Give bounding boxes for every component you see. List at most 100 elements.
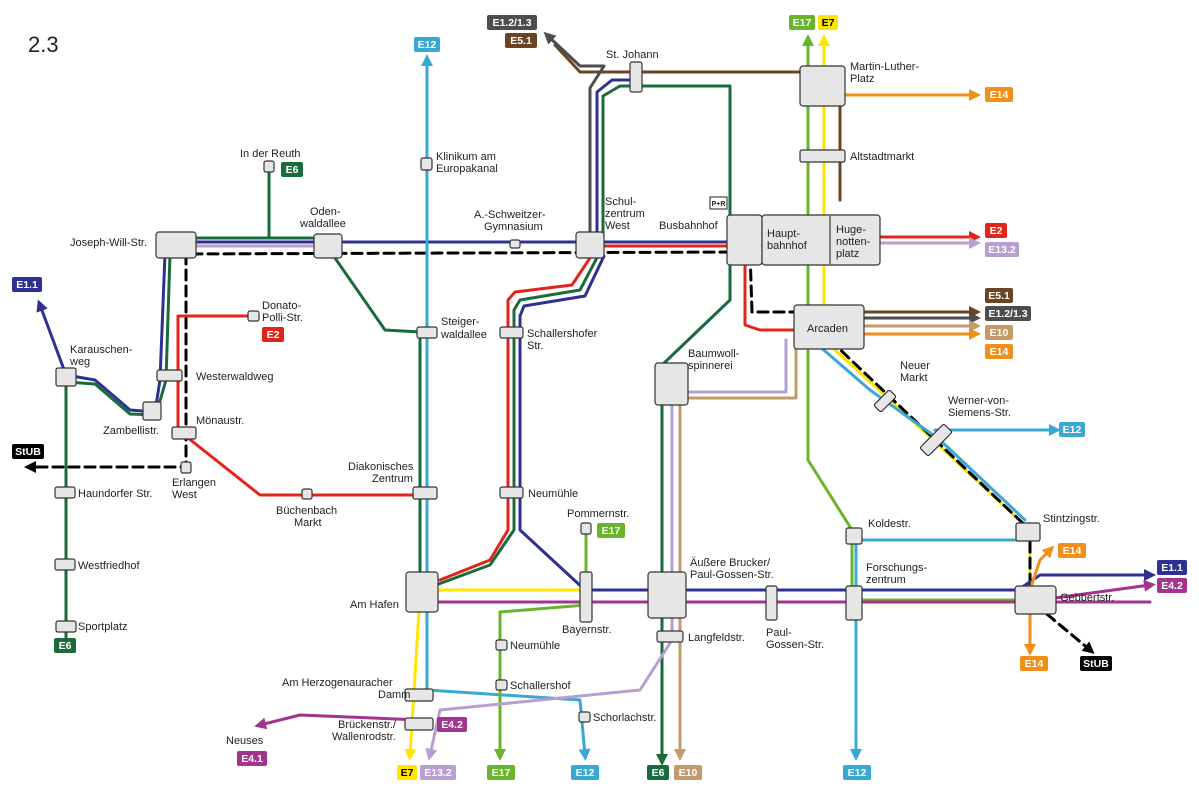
- label-bayernstr: Bayernstr.: [562, 624, 612, 636]
- badge-e5-1-top: E5.1: [505, 33, 537, 48]
- label-brueckenstr-1: Brückenstr./: [338, 719, 397, 731]
- line-stub-east: [828, 338, 1095, 654]
- svg-text:E4.2: E4.2: [1161, 580, 1183, 592]
- label-koldestr: Koldestr.: [868, 518, 911, 530]
- stop-moenaustr: [171, 426, 197, 440]
- stop-langfeldstr: [656, 630, 684, 643]
- svg-text:E1.1: E1.1: [1161, 562, 1183, 574]
- label-odenwaldallee-1: Oden-: [310, 206, 341, 218]
- label-busbahnhof: Busbahnhof: [659, 220, 719, 232]
- label-st-johann: St. Johann: [606, 49, 659, 61]
- stop-schallershofer: [499, 326, 524, 339]
- stop-schweitzer: [509, 239, 521, 249]
- svg-text:E4.1: E4.1: [241, 753, 263, 765]
- label-neumuehle-south: Neumühle: [510, 640, 560, 652]
- badge-e1-2-right: E1.2/1.3: [985, 306, 1031, 321]
- label-baumwollspinnerei-2: spinnerei: [688, 360, 733, 372]
- stop-westfriedhof: [54, 558, 76, 571]
- svg-text:E14: E14: [990, 89, 1009, 101]
- line-e1-trunk-south: [583, 569, 1156, 592]
- svg-text:E2: E2: [267, 329, 280, 341]
- stop-baumwollspinnerei: [654, 362, 689, 406]
- label-werner-von-siemens-1: Werner-von-: [948, 395, 1009, 407]
- label-karauschenweg-2: weg: [69, 356, 90, 368]
- svg-text:E1.2/1.3: E1.2/1.3: [492, 17, 531, 29]
- badge-e10-bottom: E10: [674, 765, 702, 780]
- station-labels: St. Johann Martin-Luther- Platz Altstadt…: [69, 49, 1114, 747]
- svg-text:E10: E10: [679, 767, 698, 779]
- stop-buechenbach: [301, 488, 313, 500]
- stop-steigerwaldallee: [416, 326, 438, 339]
- label-buechenbach-2: Markt: [294, 517, 322, 529]
- badge-e2-right: E2: [985, 223, 1007, 238]
- label-am-herzogenauracher-1: Am Herzogenauracher: [282, 677, 393, 689]
- badge-e13-2-right: E13.2: [985, 242, 1019, 257]
- badge-e13-2-bottom: E13.2: [420, 765, 456, 780]
- label-steigerwaldallee-2: waldallee: [440, 329, 487, 341]
- label-arcaden: Arcaden: [807, 323, 848, 335]
- stop-pommernstr: [580, 522, 592, 535]
- svg-text:E4.2: E4.2: [441, 719, 463, 731]
- svg-text:E6: E6: [59, 640, 72, 652]
- badge-e14-right: E14: [985, 344, 1013, 359]
- stop-schulzentrum: [575, 231, 605, 259]
- stop-neumuehle-south: [495, 639, 508, 651]
- label-diakonisches-2: Zentrum: [372, 473, 413, 485]
- line-e2-west: [743, 243, 797, 332]
- stop-haundorfer: [54, 486, 76, 499]
- stop-brueckenstr: [404, 717, 434, 731]
- badge-stub-right: StUB: [1080, 656, 1112, 671]
- label-westerwaldweg: Westerwaldweg: [196, 371, 273, 383]
- label-westfriedhof: Westfriedhof: [78, 560, 140, 572]
- stop-neuer-markt: [873, 389, 897, 413]
- label-donato-polli-1: Donato-: [262, 300, 301, 312]
- stop-werner-von-siemens: [919, 423, 953, 457]
- badge-e1-2-top: E1.2/1.3: [487, 15, 537, 30]
- svg-text:E7: E7: [822, 17, 835, 29]
- label-hauptbahnhof-2: bahnhof: [767, 240, 808, 252]
- label-in-der-reuth: In der Reuth: [240, 148, 301, 160]
- badge-e17-bottom: E17: [487, 765, 515, 780]
- park-and-ride-sign: P+R: [709, 196, 728, 210]
- line-e4-neuses: [254, 713, 422, 730]
- badge-e12-top: E12: [414, 37, 440, 52]
- label-sportplatz: Sportplatz: [78, 621, 128, 633]
- stop-busbahnhof: [726, 214, 763, 266]
- label-martin-luther-platz-2: Platz: [850, 73, 874, 85]
- stop-donato-polli: [247, 310, 260, 322]
- svg-text:E2: E2: [990, 225, 1003, 237]
- svg-text:E12: E12: [1063, 424, 1082, 436]
- label-baumwollspinnerei-1: Baumwoll-: [688, 348, 740, 360]
- svg-text:E12: E12: [848, 767, 867, 779]
- badge-e12-bottom-left: E12: [571, 765, 599, 780]
- svg-text:E17: E17: [492, 767, 511, 779]
- badge-e2-donato: E2: [262, 327, 284, 342]
- label-buechenbach-1: Büchenbach: [276, 505, 337, 517]
- stop-st-johann: [629, 61, 643, 93]
- label-donato-polli-2: Polli-Str.: [262, 312, 303, 324]
- badge-e6-reuth: E6: [281, 162, 303, 177]
- badge-e1-1-right: E1.1: [1157, 560, 1187, 575]
- label-hauptbahnhof-1: Haupt-: [767, 228, 800, 240]
- stop-stintzingstr: [1015, 522, 1041, 542]
- line-e4-east: [1038, 579, 1156, 602]
- label-zambellistr: Zambellistr.: [103, 425, 159, 437]
- svg-text:E6: E6: [652, 767, 665, 779]
- label-werner-von-siemens-2: Siemens-Str.: [948, 407, 1011, 419]
- stop-paul-gossen: [765, 585, 778, 621]
- badge-e6-bottom: E6: [647, 765, 669, 780]
- stop-zambellistr: [142, 401, 162, 421]
- line-e1-south-west: [518, 254, 606, 592]
- line-e6-south-west: [434, 250, 602, 587]
- badge-e7-top: E7: [818, 15, 838, 30]
- line-e10-south: [674, 338, 798, 761]
- stop-arcaden: [793, 304, 865, 350]
- label-schulzentrum-3: West: [605, 220, 630, 232]
- line-e12-arcaden: [816, 343, 1027, 522]
- svg-text:E7: E7: [401, 767, 414, 779]
- label-joseph-will: Joseph-Will-Str.: [70, 237, 147, 249]
- svg-text:E5.1: E5.1: [988, 290, 1010, 302]
- stop-neumuehle-north: [499, 486, 524, 499]
- label-forschungszentrum-1: Forschungs-: [866, 562, 927, 574]
- label-aeussere-brucker-2: Paul-Gossen-Str.: [690, 569, 774, 581]
